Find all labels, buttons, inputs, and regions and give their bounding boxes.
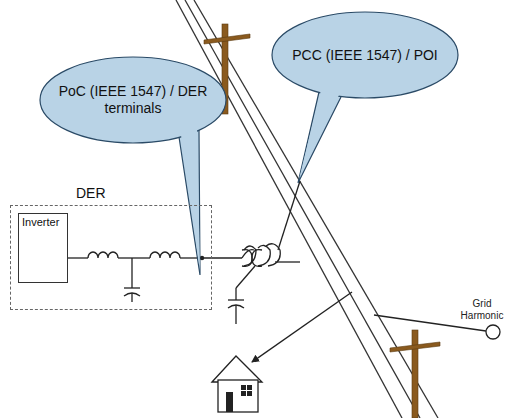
utility-pole [390,330,440,418]
transformer-winding [252,250,262,267]
crossarm [390,342,440,352]
house-window [241,391,246,396]
wire [131,258,132,288]
capacitor-plate [228,299,244,300]
callout-tail [179,130,200,275]
wire [118,257,150,258]
group-heading: DER [76,185,106,202]
house-window [241,385,246,390]
callout-ellipse [272,12,458,98]
house-window [247,385,252,390]
wire [202,257,242,258]
transformer-winding [244,246,256,266]
wire [68,257,88,258]
transformer-winding [266,244,280,266]
source-circle [486,325,500,339]
capacitor-plate [124,287,140,288]
der-group: DER Inverter [10,183,212,310]
wire [236,266,255,288]
crossarm [204,34,250,44]
inverter-box: Inverter [18,213,68,283]
service-drop [252,292,352,362]
house-icon [212,292,352,412]
callout-bubble: PoC (IEEE 1547) / DER terminals [38,55,228,145]
pole [412,330,418,418]
wire [278,181,300,250]
callout-tail-fill [299,90,339,179]
callout-text: PCC (IEEE 1547) / POI [292,47,438,64]
wire [235,288,236,300]
house-door [226,392,233,412]
callout-ellipse [40,57,226,143]
wire [131,293,132,302]
house-wall [218,380,258,412]
callout-tail-fill [181,129,200,271]
box-label: Inverter [22,216,64,229]
der-circuit [68,181,300,324]
source-label: Grid Harmonic [452,298,512,322]
callout-text: PoC (IEEE 1547) / DER terminals [58,83,208,117]
inductor-symbol [88,252,118,258]
wire [275,261,300,262]
wire [235,305,236,324]
inductor-symbol [150,252,180,258]
transformer-winding [258,245,270,266]
callout-bubble: PCC (IEEE 1547) / POI [270,10,460,100]
house-window [247,391,252,396]
